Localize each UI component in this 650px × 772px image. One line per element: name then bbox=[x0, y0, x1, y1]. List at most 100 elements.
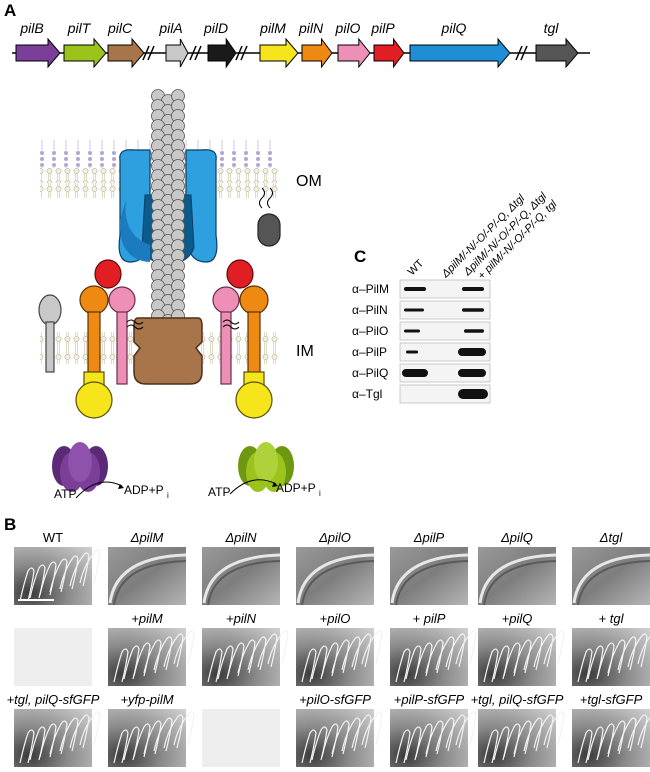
blot-row: α–PilP bbox=[352, 342, 491, 362]
empty-panel bbox=[202, 709, 280, 767]
swarm-flare bbox=[405, 645, 422, 680]
motility-panel: +pilO bbox=[296, 611, 383, 686]
blot-band bbox=[406, 350, 418, 354]
motility-panel: WT bbox=[14, 530, 101, 605]
swarm-flare bbox=[123, 726, 140, 761]
swarm-flare bbox=[19, 567, 35, 602]
colony-edge-shadow bbox=[483, 560, 557, 606]
swarm-flare bbox=[637, 716, 650, 746]
colony-edge bbox=[478, 553, 557, 604]
swarm-flare bbox=[637, 635, 650, 665]
blot-band bbox=[458, 389, 488, 399]
piln-left bbox=[79, 285, 109, 373]
gene-pilQ: pilQ bbox=[409, 20, 511, 69]
motility-panel: + pilP bbox=[390, 611, 477, 686]
swarm-flare bbox=[351, 714, 372, 749]
swarm-flare bbox=[395, 648, 411, 683]
colony-image-motile bbox=[202, 628, 280, 686]
blot-strip bbox=[399, 300, 491, 320]
gene-pilD: pilD bbox=[203, 20, 237, 69]
colony-edge bbox=[296, 553, 375, 604]
swarm-flare bbox=[113, 648, 129, 683]
pilo-right bbox=[212, 286, 240, 385]
swarm-flare bbox=[627, 633, 648, 668]
swarm-flare bbox=[123, 645, 140, 680]
motility-panel-label: ΔpilM bbox=[130, 530, 164, 545]
swarm-flare bbox=[607, 639, 626, 674]
pilt-reaction-arrow bbox=[229, 479, 277, 495]
motility-panel bbox=[14, 628, 92, 686]
swarm-flare bbox=[607, 720, 626, 755]
pilq-secretin-shade bbox=[119, 200, 150, 262]
colony-edge bbox=[108, 553, 187, 604]
swarm-flare bbox=[207, 648, 223, 683]
swarm-flare bbox=[163, 633, 184, 668]
swarm-flare bbox=[493, 726, 510, 761]
swarm-flare bbox=[577, 729, 593, 764]
swarm-flare bbox=[533, 714, 554, 749]
swarm-flare bbox=[587, 645, 604, 680]
blot-band bbox=[402, 369, 428, 377]
empty-panel bbox=[14, 628, 92, 686]
pilp-lipid-anchor-right bbox=[222, 319, 240, 330]
blot-band bbox=[458, 348, 486, 356]
blot-strip bbox=[399, 342, 491, 362]
gene-tgl: tgl bbox=[535, 20, 579, 69]
gene-label-pilM: pilM bbox=[259, 20, 286, 36]
motility-panel: +pilN bbox=[202, 611, 289, 686]
swarm-flare bbox=[257, 633, 278, 668]
motility-panel-label: + tgl bbox=[599, 611, 625, 626]
swarm-flare bbox=[455, 630, 477, 665]
colony-image-motile bbox=[390, 709, 468, 767]
tgl-lipoprotein bbox=[257, 187, 281, 247]
blot-row-label: α–PilO bbox=[352, 324, 388, 338]
swarm-flare bbox=[79, 549, 101, 584]
swarm-flare bbox=[361, 630, 383, 665]
colony-edge bbox=[202, 553, 281, 604]
swarm-flare bbox=[247, 636, 267, 671]
swarm-flare bbox=[435, 636, 455, 671]
motility-panel-label: ΔpilO bbox=[318, 530, 351, 545]
swarm-flare bbox=[173, 630, 195, 665]
swarm-flare bbox=[143, 639, 162, 674]
swarm-flare bbox=[445, 714, 466, 749]
motility-panel-label: +tgl, pilQ-sfGFP bbox=[7, 692, 100, 707]
t4p-machine-model: ATP ADP+P i ATP ADP+P i OM IM bbox=[38, 89, 322, 501]
swarm-flare bbox=[79, 711, 101, 746]
swarm-flare bbox=[163, 714, 184, 749]
blot-row: α–PilM bbox=[352, 279, 491, 299]
blot-strip bbox=[399, 363, 491, 383]
swarm-flare bbox=[19, 729, 35, 764]
motility-panel: +pilM bbox=[108, 611, 195, 686]
gene-pilO: pilO bbox=[335, 20, 371, 69]
blot-strip bbox=[399, 279, 491, 299]
motility-panel-label: ΔpilP bbox=[413, 530, 445, 545]
pilt-atpase bbox=[238, 442, 294, 492]
blot-row-label: α–PilP bbox=[352, 345, 387, 359]
gene-pilM: pilM bbox=[259, 20, 299, 69]
swarm-flare bbox=[483, 648, 499, 683]
panel-label-a: A bbox=[4, 1, 16, 20]
colony-image-motile bbox=[296, 628, 374, 686]
swarm-flare bbox=[301, 648, 317, 683]
blot-row: α–PilO bbox=[352, 321, 491, 341]
motility-panel: ΔpilO bbox=[296, 530, 375, 606]
swarm-flare bbox=[311, 645, 328, 680]
colony-edge-shadow bbox=[577, 560, 650, 606]
blot-band bbox=[404, 287, 426, 291]
swarm-flare bbox=[301, 729, 317, 764]
pilm-left bbox=[75, 371, 113, 419]
gene-pilB: pilB bbox=[15, 20, 61, 69]
im-label: IM bbox=[296, 343, 314, 360]
blot-row: α–Tgl bbox=[352, 384, 491, 404]
swarm-flare bbox=[113, 729, 129, 764]
om-label: OM bbox=[296, 173, 322, 190]
genome-break-marks bbox=[142, 45, 528, 61]
swarm-flare bbox=[587, 726, 604, 761]
swarm-flare bbox=[49, 720, 68, 755]
swarm-flare bbox=[173, 711, 195, 746]
pilb-adp-label: ADP+P bbox=[124, 483, 164, 497]
swarm-flare bbox=[351, 633, 372, 668]
gene-label-pilT: pilT bbox=[67, 20, 92, 36]
